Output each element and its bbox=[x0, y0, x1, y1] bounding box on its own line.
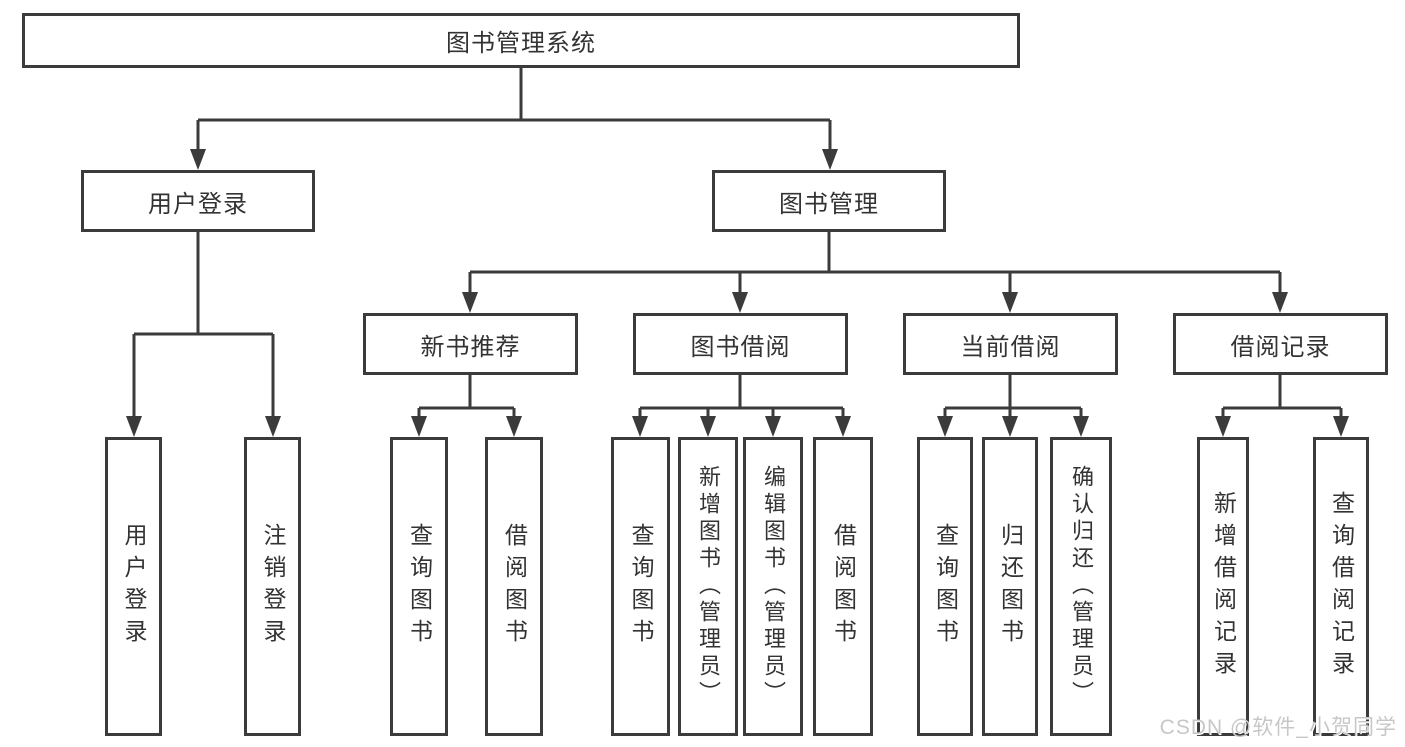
node-library-management-system: 图书管理系统 bbox=[22, 13, 1020, 68]
node-leaf-query-books-borrow: 查询图书 bbox=[611, 437, 670, 736]
node-user-login: 用户登录 bbox=[81, 170, 315, 232]
node-leaf-query-books-current: 查询图书 bbox=[917, 437, 973, 736]
node-book-borrowing: 图书借阅 bbox=[633, 313, 848, 375]
node-leaf-return-books: 归还图书 bbox=[982, 437, 1038, 736]
node-borrowing-records: 借阅记录 bbox=[1173, 313, 1388, 375]
node-leaf-query-books-recommend: 查询图书 bbox=[390, 437, 448, 736]
node-leaf-add-books-admin: 新增图书（管理员） bbox=[678, 437, 738, 736]
node-leaf-borrow-books: 借阅图书 bbox=[813, 437, 873, 736]
node-leaf-logout: 注销登录 bbox=[244, 437, 301, 736]
node-current-borrowing: 当前借阅 bbox=[903, 313, 1118, 375]
csdn-watermark: CSDN @软件_小贺同学 bbox=[1159, 716, 1397, 739]
node-leaf-borrow-books-recommend: 借阅图书 bbox=[485, 437, 543, 736]
node-leaf-confirm-return-admin: 确认归还（管理员） bbox=[1050, 437, 1112, 736]
node-leaf-user-login: 用户登录 bbox=[105, 437, 162, 736]
node-new-book-recommendation: 新书推荐 bbox=[363, 313, 578, 375]
node-leaf-add-borrow-record: 新增借阅记录 bbox=[1197, 437, 1249, 736]
node-leaf-query-borrow-record: 查询借阅记录 bbox=[1313, 437, 1369, 736]
node-leaf-edit-books-admin: 编辑图书（管理员） bbox=[743, 437, 803, 736]
node-book-management: 图书管理 bbox=[712, 170, 946, 232]
